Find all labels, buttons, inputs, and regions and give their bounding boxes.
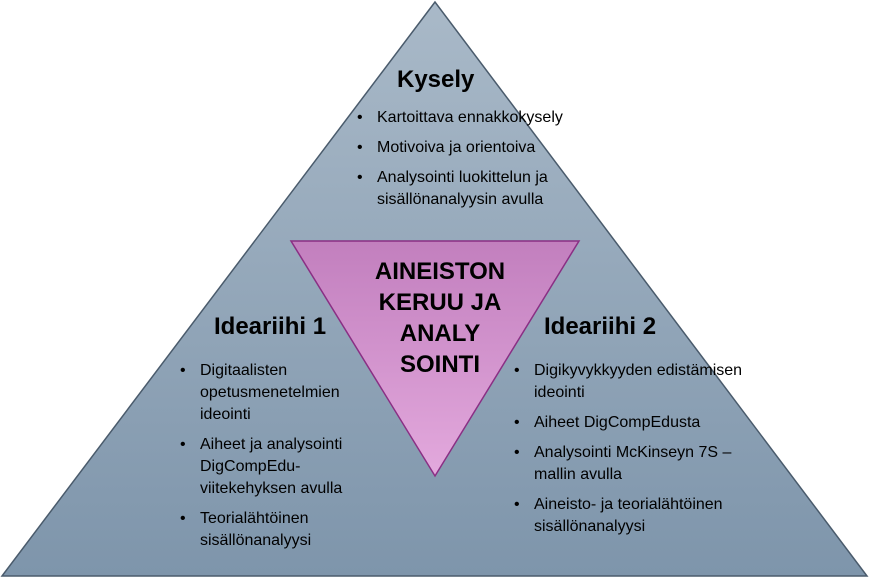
ideariihi-2-title: Ideariihi 2 — [544, 313, 657, 340]
kysely-section: Kysely Kartoittava ennakkokysely Motivoi… — [357, 66, 597, 219]
center-label-line: KERUU JA — [378, 289, 502, 316]
list-item: Teorialähtöinen sisällönanalyysi — [180, 508, 380, 552]
list-item: Digitaalisten opetusmenetelmien ideointi — [180, 360, 380, 426]
center-label: AINEISTON KERUU JA ANALY SOINTI — [345, 256, 535, 380]
list-item: Analysointi luokittelun ja sisällönanaly… — [357, 167, 597, 211]
list-item: Aiheet DigCompEdusta — [514, 412, 764, 434]
ideariihi-1-title: Ideariihi 1 — [214, 313, 327, 340]
kysely-title: Kysely — [397, 66, 475, 93]
list-item: Aineisto- ja teorialähtöinen sisällönana… — [514, 494, 764, 538]
ideariihi-2-list: Digikyvykkyyden edistämisen ideointi Aih… — [514, 360, 764, 538]
center-label-line: ANALY — [399, 320, 481, 347]
ideariihi-2-section: Ideariihi 2 Digikyvykkyyden edistämisen … — [514, 313, 764, 546]
kysely-list: Kartoittava ennakkokysely Motivoiva ja o… — [357, 107, 597, 211]
center-label-line: AINEISTON — [374, 258, 506, 285]
list-item: Kartoittava ennakkokysely — [357, 107, 597, 129]
inner-triangle — [289, 240, 581, 478]
ideariihi-1-section: Ideariihi 1 Digitaalisten opetusmenetelm… — [180, 313, 380, 560]
list-item: Digikyvykkyyden edistämisen ideointi — [514, 360, 764, 404]
list-item: Motivoiva ja orientoiva — [357, 137, 597, 159]
list-item: Aiheet ja analysointi DigCompEdu-viiteke… — [180, 434, 380, 500]
list-item: Analysointi McKinseyn 7S –mallin avulla — [514, 442, 764, 486]
ideariihi-1-list: Digitaalisten opetusmenetelmien ideointi… — [180, 360, 380, 552]
center-label-line: SOINTI — [399, 351, 480, 378]
